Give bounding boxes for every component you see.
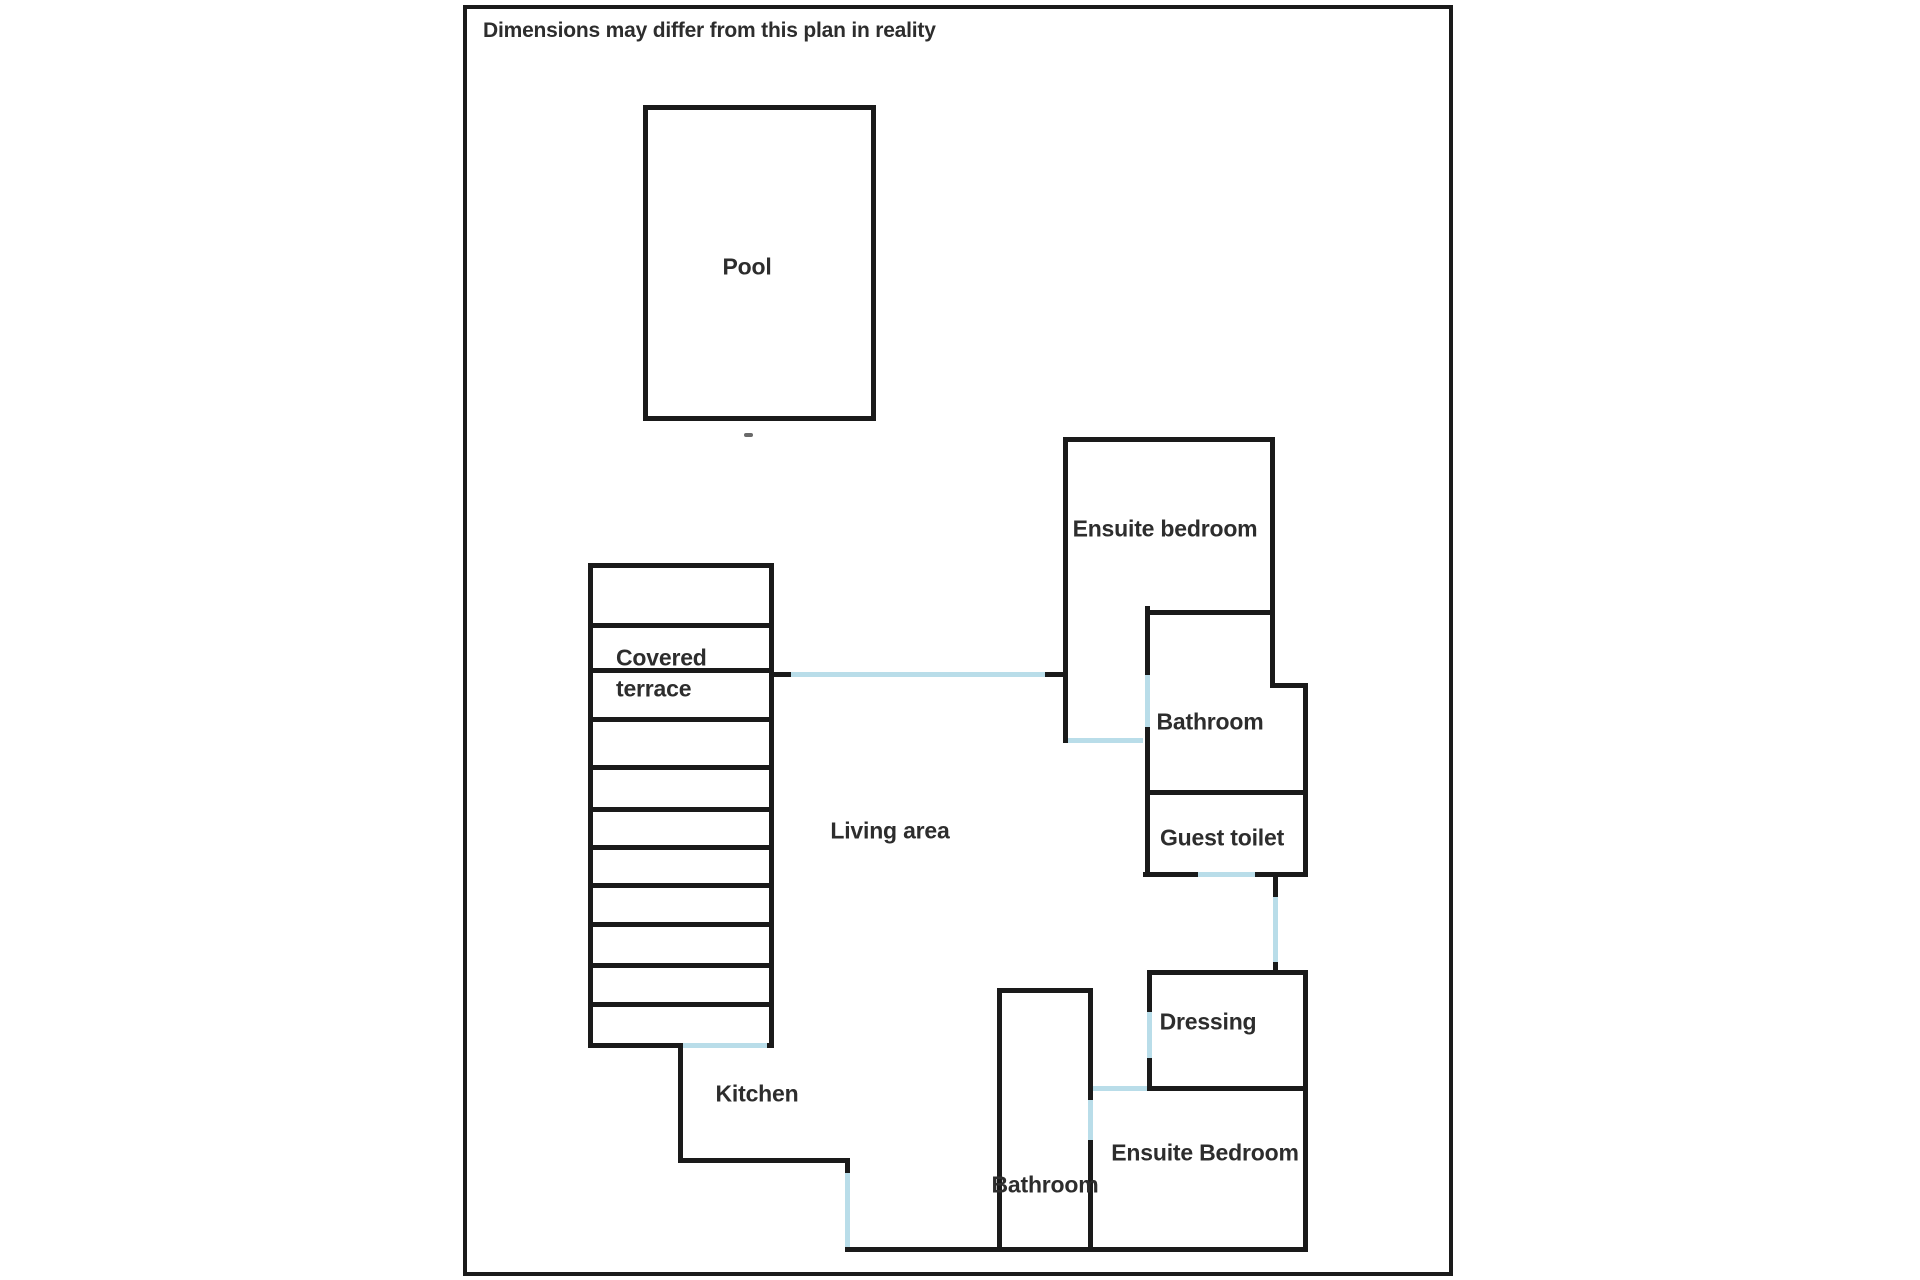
dressing-label: Dressing [1159, 1008, 1257, 1035]
terrace-stripe [590, 765, 772, 770]
bathroom-top-north-wall [1145, 610, 1275, 615]
kitchen-window [845, 1173, 850, 1247]
terrace-label-line2: terrace [616, 675, 692, 702]
kitchen-left-wall [678, 1048, 683, 1163]
bathroom-top-door [1145, 675, 1150, 727]
kitchen-bottom-wall [678, 1158, 850, 1163]
dressing-north-wall [1147, 970, 1308, 975]
guest-toilet-door [1198, 872, 1255, 877]
dressing-west-wall-upper [1147, 970, 1152, 1012]
bathroom-bottom-east-wall-upper [1088, 988, 1093, 1100]
dressing-door [1147, 1012, 1152, 1058]
ensuite-top-north-wall [1065, 437, 1275, 442]
bathroom-top-west-wall-lower [1145, 727, 1150, 877]
terrace-outline [588, 563, 774, 1048]
terrace-stripe [590, 1002, 772, 1007]
pool-outline [643, 105, 876, 421]
bathroom-guest-toilet-east-wall [1303, 683, 1308, 877]
house-bottom-wall [845, 1247, 1308, 1252]
dressing-bathroom-door [1093, 1086, 1147, 1091]
bedroom-door-end-cap [1045, 672, 1065, 677]
hall-wall-stub-upper [1273, 877, 1278, 897]
dressing-west-wall-lower [1147, 1058, 1152, 1090]
terrace-stripe [590, 717, 772, 722]
east-wall [1303, 970, 1308, 1252]
terrace-door-end-cap [773, 672, 791, 677]
ensuite-top-east-wall [1270, 437, 1275, 688]
terrace-stripe [590, 883, 772, 888]
terrace-stripe [590, 668, 772, 673]
bathroom-bottom-north-wall [997, 988, 1093, 993]
pool-marker-dot [744, 433, 753, 437]
ensuite-top-west-wall [1063, 437, 1068, 743]
disclaimer-text: Dimensions may differ from this plan in … [483, 19, 936, 42]
terrace-label-line1: Covered [616, 644, 707, 671]
ensuite-top-door [1068, 738, 1143, 743]
terrace-stripe [590, 922, 772, 927]
terrace-stripe [590, 623, 772, 628]
guest-toilet-divider-wall [1145, 790, 1308, 795]
kitchen-wall-stub [845, 1158, 850, 1173]
terrace-stripe [590, 807, 772, 812]
ensuite-bottom-label: Ensuite Bedroom [1111, 1139, 1299, 1166]
bathroom-top-east-jog-wall [1270, 683, 1308, 688]
guest-toilet-label: Guest toilet [1159, 824, 1285, 851]
kitchen-label: Kitchen [715, 1080, 799, 1107]
hall-door [1273, 897, 1278, 962]
bathroom-bottom-west-wall [997, 988, 1002, 1247]
terrace-stripe [590, 845, 772, 850]
living-area-label: Living area [830, 817, 950, 844]
bathroom-bottom-label: Bathroom [991, 1171, 1099, 1198]
dressing-south-wall [1147, 1086, 1308, 1091]
bathroom-bottom-door [1088, 1100, 1093, 1140]
bathroom-top-label: Bathroom [1156, 708, 1264, 735]
bathroom-top-west-wall-upper [1145, 606, 1150, 675]
pool-label: Pool [722, 253, 772, 280]
plan-border [463, 5, 1453, 1276]
ensuite-top-label: Ensuite bedroom [1072, 515, 1258, 542]
terrace-stripe [590, 963, 772, 968]
living-area-glass-door [791, 672, 1045, 677]
hall-wall-stub-lower [1273, 962, 1278, 975]
bathroom-bottom-east-wall-lower [1088, 1140, 1093, 1247]
terrace-kitchen-door [683, 1043, 767, 1048]
